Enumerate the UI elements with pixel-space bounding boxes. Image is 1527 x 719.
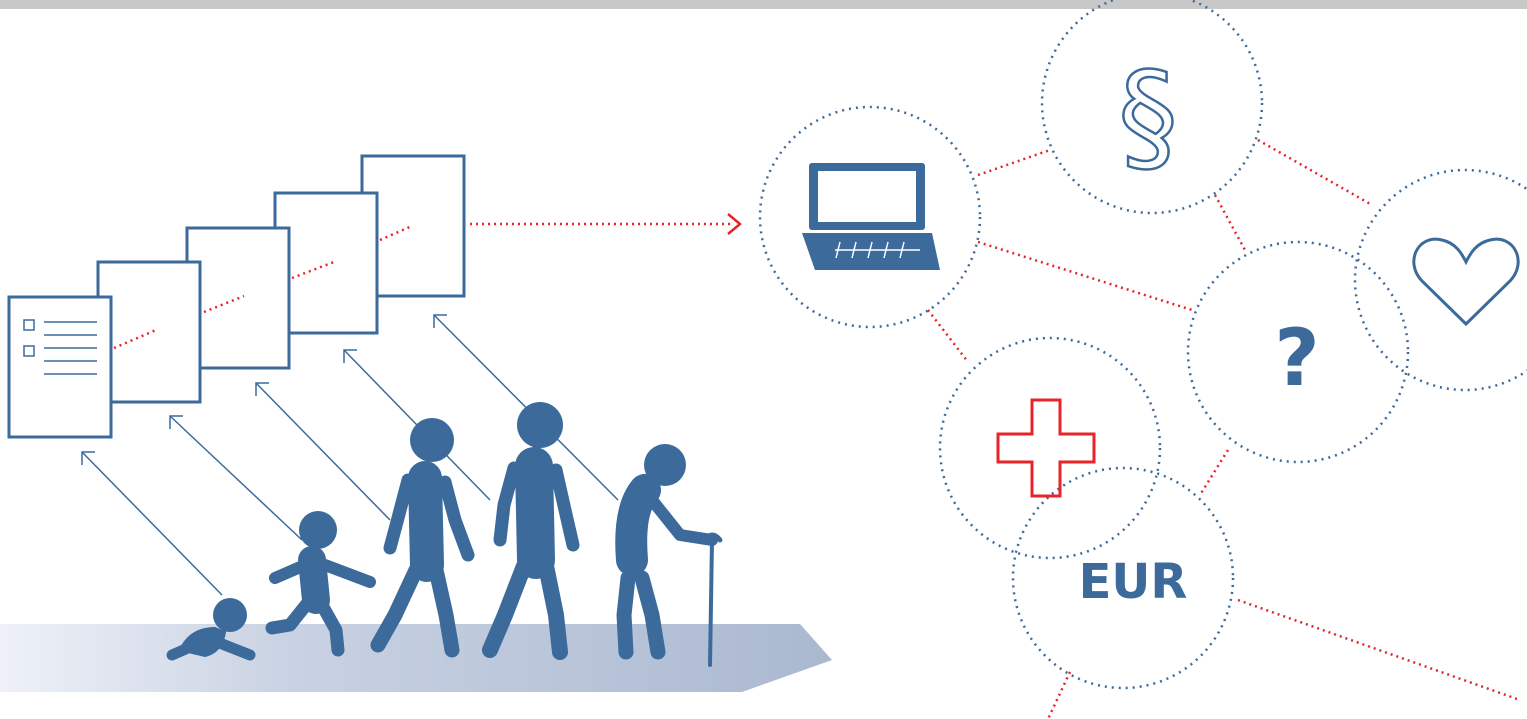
circle-laptop (758, 105, 982, 329)
timeline-ground (0, 624, 832, 692)
document-stack (7, 154, 466, 439)
adult-icon-2 (482, 402, 580, 660)
circle-currency (1011, 466, 1235, 690)
circle-law (1040, 0, 1264, 215)
child-icon (265, 511, 376, 657)
medical-cross-icon (996, 398, 1096, 498)
laptop-icon (802, 163, 940, 270)
network-links (927, 138, 1521, 719)
heart-icon (1412, 237, 1520, 327)
document-1 (7, 295, 113, 439)
currency-label: EUR (1079, 554, 1188, 610)
circle-question (1186, 240, 1410, 464)
document-2 (96, 260, 202, 404)
arrow-baby (81, 451, 223, 596)
document-4 (273, 191, 379, 335)
red-arrowhead (727, 213, 742, 235)
question-icon: ? (1274, 314, 1319, 404)
network-circles (758, 0, 1527, 690)
adult-icon-1 (370, 418, 475, 658)
paragraph-icon: § (1118, 48, 1178, 187)
baby-icon (166, 598, 256, 661)
arrow-child (169, 415, 303, 541)
circle-heart (1353, 168, 1527, 392)
checklist-icon (23, 319, 97, 375)
elderly-icon (615, 444, 723, 667)
document-links (113, 222, 730, 350)
arrow-adult-1 (255, 382, 391, 521)
circle-health (938, 336, 1162, 560)
top-bar (0, 0, 1527, 9)
